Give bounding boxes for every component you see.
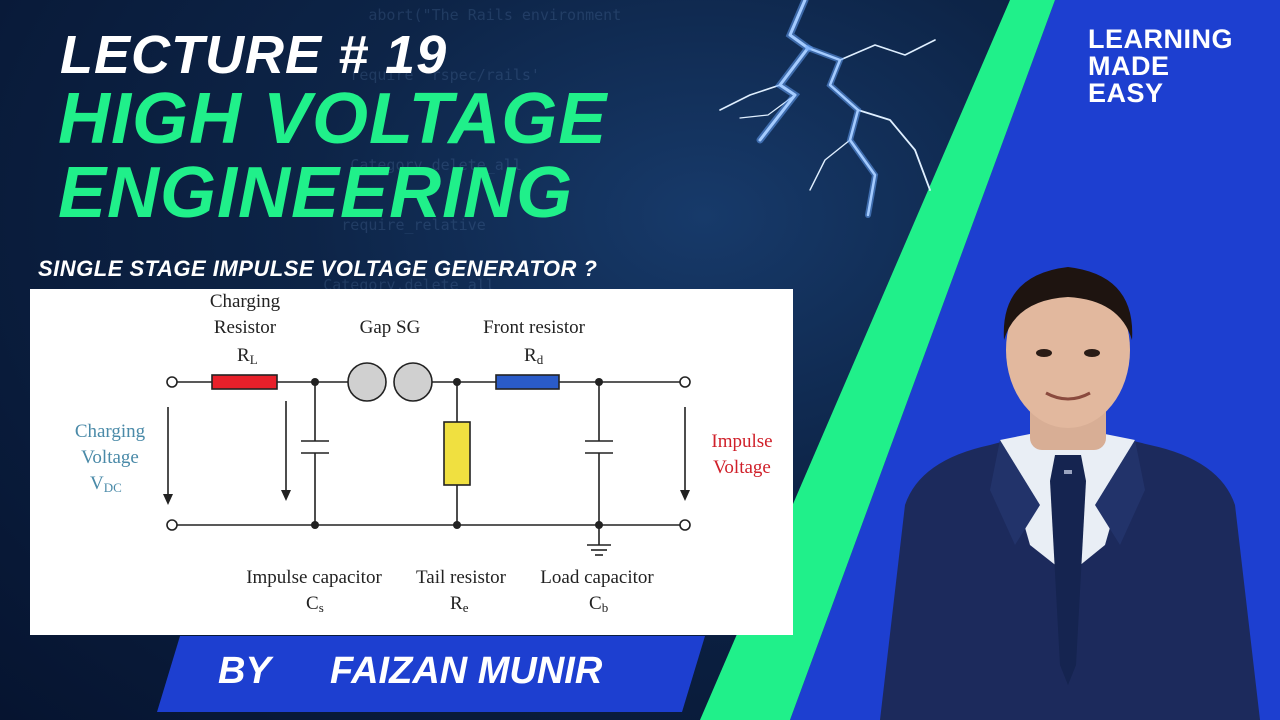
charging-resistor-label-2: Resistor	[214, 317, 277, 338]
load-capacitor-label: Load capacitor	[540, 567, 654, 588]
impulse-voltage-label-1: Impulse	[711, 431, 772, 452]
front-resistor-symbol: Rd	[524, 345, 544, 367]
impulse-capacitor-label: Impulse capacitor	[246, 567, 382, 588]
charging-voltage-symbol: VDC	[90, 473, 122, 495]
background-code-texture: abort("The Rails environment require 'rs…	[323, 6, 622, 294]
charging-voltage-label-2: Voltage	[81, 447, 139, 468]
front-resistor-label: Front resistor	[483, 317, 586, 338]
impulse-generator-circuit: Charging Resistor RL Gap SG Front resist…	[75, 291, 773, 615]
topic-subtitle: SINGLE STAGE IMPULSE VOLTAGE GENERATOR ?	[38, 256, 598, 281]
tagline-line1: LEARNING	[1088, 24, 1233, 54]
lecture-number: LECTURE # 19	[60, 25, 448, 85]
charging-resistor-label-1: Charging	[210, 291, 281, 312]
course-title-line1: HIGH VOLTAGE	[58, 79, 608, 159]
lightning-bolt-icon	[719, 0, 936, 218]
tagline-line3: EASY	[1088, 78, 1164, 108]
tail-resistor-symbol: Re	[450, 593, 469, 615]
charging-resistor-symbol: RL	[237, 345, 258, 367]
course-title-line2: ENGINEERING	[58, 153, 574, 233]
impulse-voltage-label-2: Voltage	[713, 457, 771, 478]
impulse-capacitor-symbol: Cs	[306, 593, 324, 615]
by-label: BY	[218, 650, 271, 692]
tagline-line2: MADE	[1088, 51, 1170, 81]
tagline: LEARNING MADE EASY	[1088, 26, 1233, 107]
tail-resistor-label: Tail resistor	[416, 567, 507, 588]
load-capacitor-symbol: Cb	[589, 593, 608, 615]
presenter-photo	[880, 267, 1260, 720]
charging-voltage-label-1: Charging	[75, 421, 146, 442]
presenter-name: FAIZAN MUNIR	[330, 650, 603, 692]
spark-gap-label: Gap SG	[360, 317, 421, 338]
circuit-diagram-card: Charging Resistor RL Gap SG Front resist…	[30, 289, 793, 635]
course-title: HIGH VOLTAGE ENGINEERING	[58, 82, 607, 230]
